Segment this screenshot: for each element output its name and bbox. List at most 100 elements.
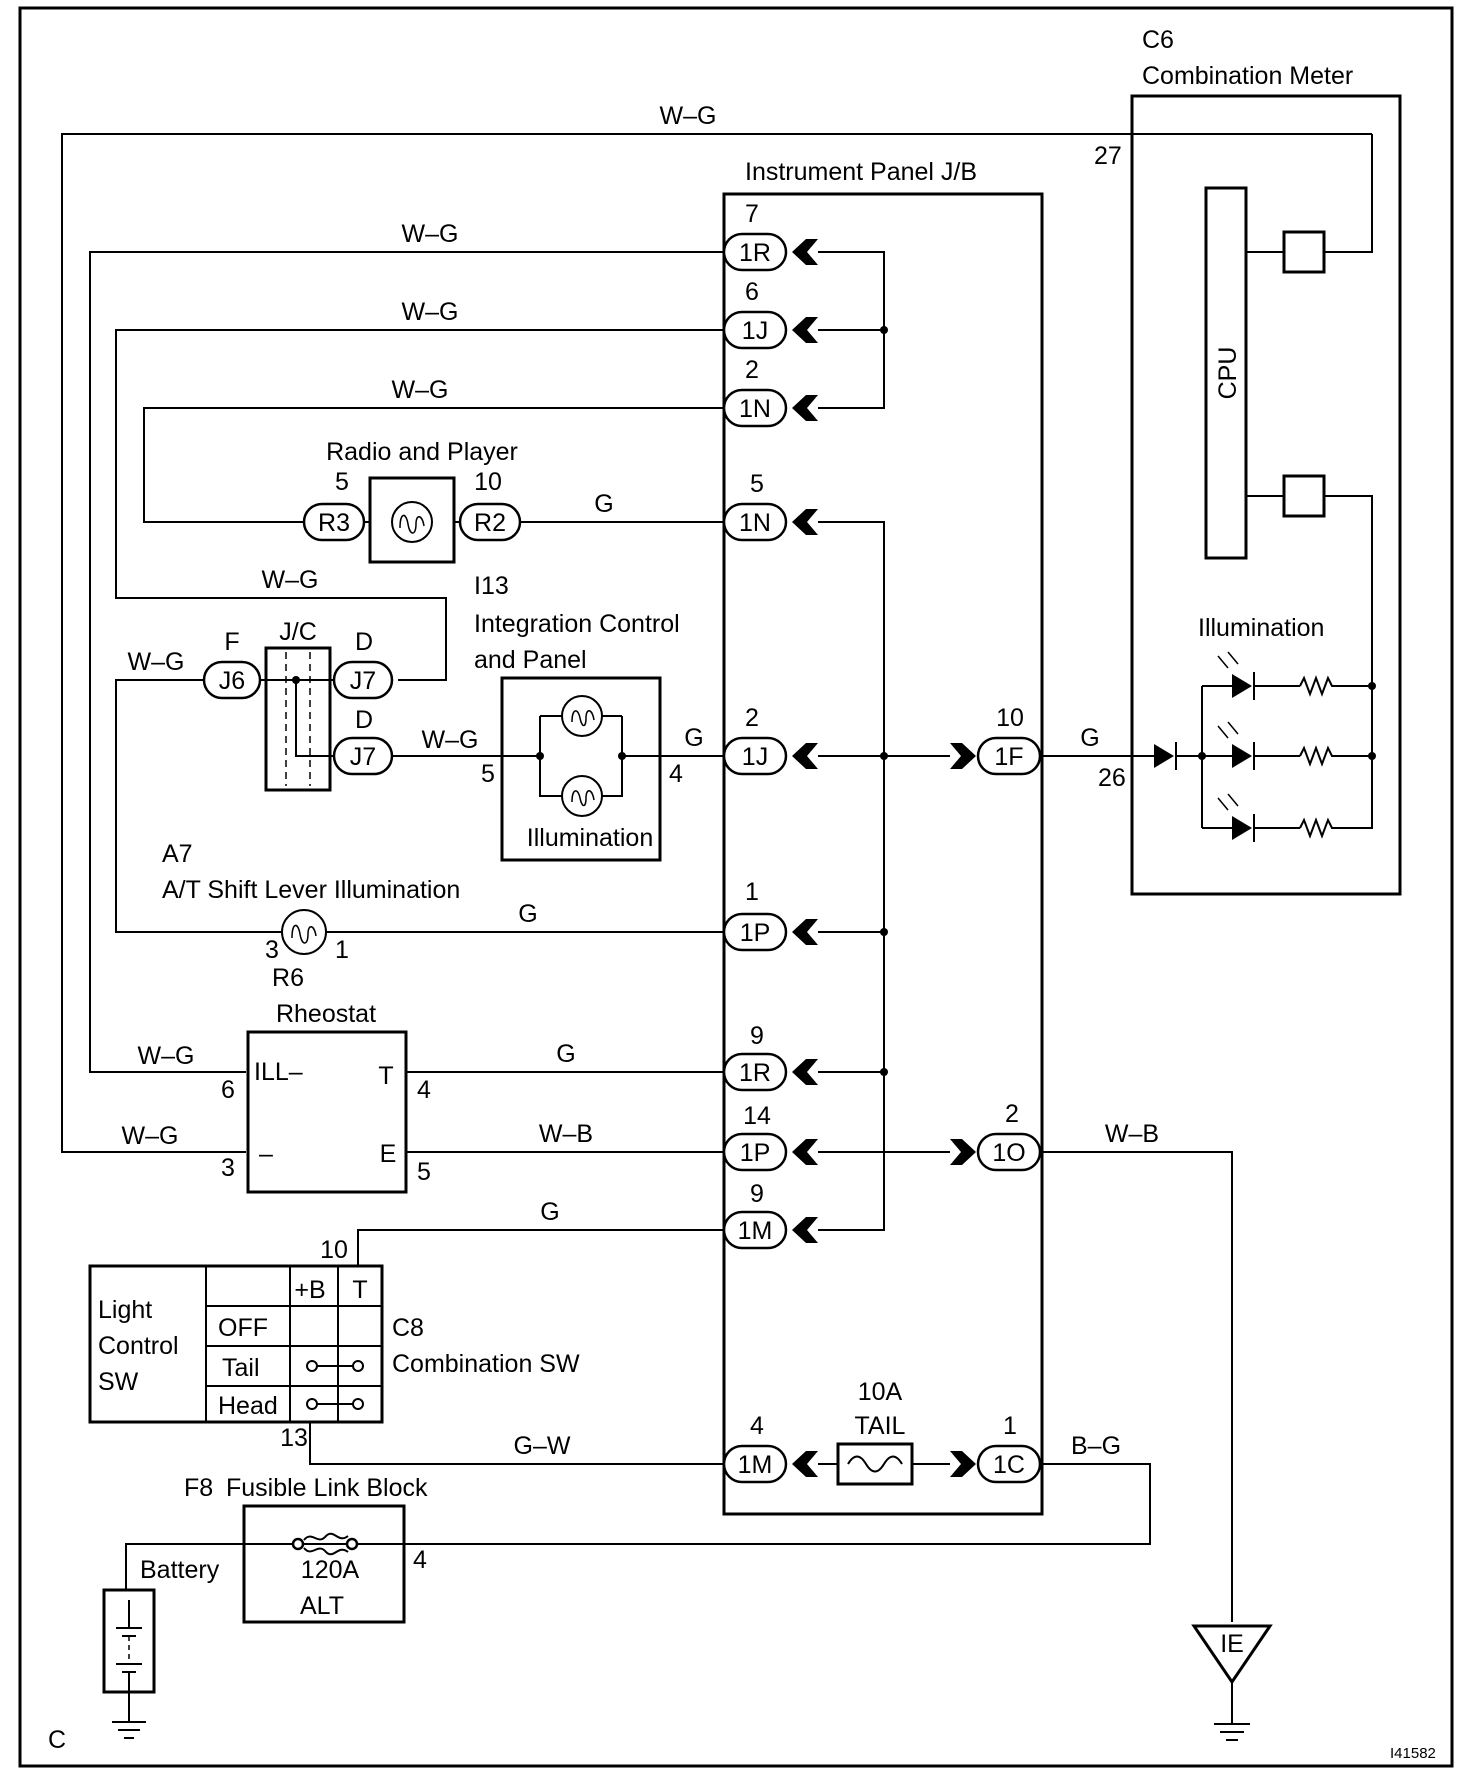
meter-code: C6 [1142, 26, 1174, 54]
diagram-label: – [259, 1140, 273, 1168]
c8-name: Combination SW [392, 1350, 580, 1378]
diagram-label: 9 [750, 1180, 764, 1208]
diagram-label: 7 [745, 200, 759, 228]
diagram-label: 1N [739, 395, 771, 423]
diagram-label: 5 [417, 1158, 431, 1186]
tail-fuse: 10A TAIL [836, 1378, 914, 1486]
meter-name: Combination Meter [1142, 62, 1353, 90]
diagram-label: T [378, 1062, 393, 1090]
jb-connector-1J2: 2 1J [722, 704, 818, 776]
jb-connector-1J6: 6 1J [722, 278, 818, 350]
diagram-label: 4 [750, 1412, 764, 1440]
wire-j6-shift [115, 679, 282, 933]
diagram-label: 10 [320, 1236, 348, 1264]
cpu-label: CPU [1214, 347, 1242, 400]
junction-connector: J/C F D D J6 J7 J7 [202, 618, 394, 792]
cpu-block [1204, 186, 1248, 560]
integration-control-panel: I13 Integration Control and Panel Illumi… [474, 572, 683, 862]
diagram-label: OFF [218, 1314, 268, 1342]
cpu-port-bottom [1282, 474, 1326, 518]
wire-label-top: W–G [660, 102, 717, 130]
jb-connector-1O2: 1O 2 [950, 1100, 1042, 1172]
diagram-label: W–B [1105, 1120, 1159, 1148]
f8-code: F8 [184, 1474, 213, 1502]
jb-connector-1C1: 1C 1 [950, 1412, 1042, 1484]
diagram-label: 1 [1003, 1412, 1017, 1440]
diagram-label: G [518, 900, 537, 928]
i13-name-1: Integration Control [474, 610, 680, 638]
diagram-label: G–W [514, 1432, 571, 1460]
diagram-label: G [1080, 724, 1099, 752]
diagram-label: T [352, 1276, 367, 1304]
wire-top-wg [61, 133, 1132, 1153]
diagram-label: SW [98, 1368, 139, 1396]
diagram-label: F [224, 628, 239, 656]
diagram-label: W–G [402, 298, 459, 326]
diagram-label: 3 [221, 1154, 235, 1182]
diagram-label: 2 [745, 356, 759, 384]
combination-meter: C6 Combination Meter 27 26 CPU Illuminat… [1046, 26, 1402, 896]
page-frame [18, 6, 1454, 1768]
fuse-amp: 10A [858, 1378, 903, 1406]
diagram-label: G [556, 1040, 575, 1068]
jb-connector-1R9: 9 1R [722, 1022, 818, 1092]
diagram-label: 1 [745, 878, 759, 906]
diagram-label: W–B [539, 1120, 593, 1148]
diagram-label: Light [98, 1296, 152, 1324]
diagram-label: 1R [739, 239, 771, 267]
wire-sw-b [309, 1422, 724, 1465]
jb-connector-1P1: 1 1P [722, 878, 818, 952]
ground-ie: IE [1191, 1624, 1273, 1741]
diagram-label: 10 [996, 704, 1024, 732]
diagram-label: 5 [750, 470, 764, 498]
diagram-label: W–G [122, 1122, 179, 1150]
diagram-label: 14 [743, 1102, 771, 1130]
light-control-switch: Light Control SW +B T OFF Tail Head C8 C… [88, 1264, 580, 1424]
diagram-label: G [684, 724, 703, 752]
diagram-label: 2 [1005, 1100, 1019, 1128]
diagram-label: 4 [417, 1076, 431, 1104]
battery-name: Battery [140, 1556, 220, 1584]
jb-name: Instrument Panel J/B [745, 158, 977, 186]
meter-pin-26: 26 [1098, 764, 1126, 792]
diagram-label: 9 [750, 1022, 764, 1050]
led-row-1 [1202, 651, 1372, 700]
diagram-label: W–G [422, 726, 479, 754]
diagram-label: 4 [413, 1546, 427, 1574]
wire-sw-t [357, 1229, 724, 1266]
diagram-label: W–G [262, 566, 319, 594]
battery: Battery [102, 1556, 220, 1739]
diagram-label: W–G [402, 220, 459, 248]
wire-b-g [125, 1463, 1151, 1590]
wire-1J6 [115, 329, 724, 681]
diagram-label: 10 [474, 468, 502, 496]
diagram-label: 5 [481, 760, 495, 788]
c8-code: C8 [392, 1314, 424, 1342]
diagram-label: 1 [335, 936, 349, 964]
wire-1N2 [143, 407, 724, 523]
radio-name: Radio and Player [326, 438, 518, 466]
diagram-label: 120A [301, 1556, 360, 1584]
diagram-label: 6 [221, 1076, 235, 1104]
diagram-label: D [355, 706, 373, 734]
i13-illumination: Illumination [527, 824, 653, 852]
diagram-label: ALT [300, 1592, 344, 1620]
diagram-label: 1M [738, 1217, 773, 1245]
diagram-label: 1P [740, 1139, 771, 1167]
rheostat-name: Rheostat [276, 1000, 376, 1028]
corner-code: C [48, 1726, 66, 1754]
diagram-label: 6 [745, 278, 759, 306]
shift-lever-illumination: A7 A/T Shift Lever Illumination 3 1 R6 [162, 840, 460, 992]
diagram-label: 1O [992, 1139, 1025, 1167]
diagram-label: J7 [350, 667, 376, 695]
diagram-label: E [380, 1140, 397, 1168]
diagram-label: +B [294, 1276, 325, 1304]
diagram-label: W–G [128, 648, 185, 676]
diagram-label: 1J [742, 317, 768, 345]
diagram-label: 1R [739, 1059, 771, 1087]
f8-name: Fusible Link Block [226, 1474, 428, 1502]
led-row-3 [1202, 793, 1340, 842]
diagram-label: J/C [279, 618, 317, 646]
diagram-label: Control [98, 1332, 179, 1360]
